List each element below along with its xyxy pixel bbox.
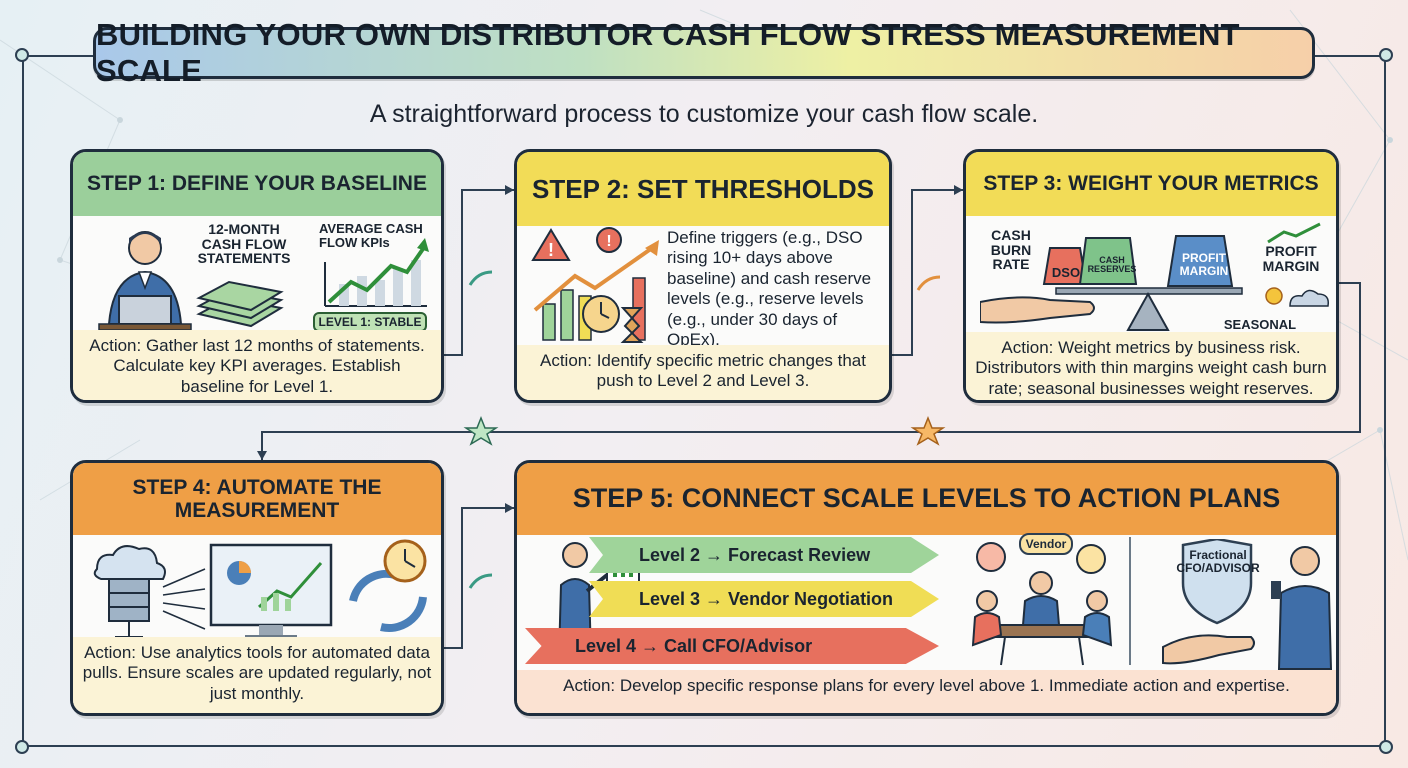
curved-arrow-icon (468, 270, 941, 589)
step-3-heading: STEP 3: WEIGHT YOUR METRICS (966, 152, 1336, 216)
page-title: BUILDING YOUR OWN DISTRIBUTOR CASH FLOW … (93, 17, 1315, 88)
seasonal-label: SEASONAL (1223, 317, 1297, 332)
svg-text:!: ! (548, 240, 554, 260)
step-4-heading: STEP 4: AUTOMATE THE MEASUREMENT (73, 463, 441, 535)
level-2-arrow: Level 2 → Forecast Review (589, 537, 939, 573)
step-3-card: STEP 3: WEIGHT YOUR METRICS CASH BURN RA… (963, 149, 1339, 403)
shield-label: Fractional CFO/ADVISOR (1176, 548, 1260, 575)
hourglass-icon (620, 307, 644, 343)
step-4-card: STEP 4: AUTOMATE THE MEASUREMENT (70, 460, 444, 716)
weight-profit-margin: PROFIT MARGIN (1179, 251, 1229, 278)
step-4-action: Action: Use analytics tools for automate… (73, 637, 441, 713)
alert-circle-icon (596, 227, 622, 253)
corner-dot (1379, 48, 1393, 62)
cloud-server-icon (93, 545, 166, 638)
balance-scale-icon (980, 235, 1243, 331)
step-1-card: STEP 1: DEFINE YOUR BASELINE 12-MONTH CA… (70, 149, 444, 403)
meeting-table-icon (971, 542, 1113, 666)
star-icon (463, 415, 499, 446)
cash-burn-label: CASH BURN RATE (990, 227, 1032, 273)
statements-label: 12-MONTH CASH FLOW STATEMENTS (197, 221, 291, 267)
sun-cloud-icon (1265, 287, 1330, 307)
step-5-card: STEP 5: CONNECT SCALE LEVELS TO ACTION P… (514, 460, 1339, 716)
corner-dot (15, 48, 29, 62)
step-5-heading: STEP 5: CONNECT SCALE LEVELS TO ACTION P… (517, 463, 1336, 535)
threshold-chart-icon: ! ! (531, 227, 659, 343)
advisor-icon (1271, 546, 1333, 670)
step-5-action: Action: Develop specific response plans … (517, 670, 1336, 713)
person-laptop-icon (98, 231, 192, 331)
corner-dot (15, 740, 29, 754)
dashboard-monitor-icon (209, 543, 333, 640)
step-1-heading: STEP 1: DEFINE YOUR BASELINE (73, 152, 441, 216)
weight-dso: DSO (1051, 265, 1081, 280)
step-1-action: Action: Gather last 12 months of stateme… (73, 330, 441, 400)
svg-text:!: ! (606, 233, 611, 250)
page-subtitle: A straightforward process to customize y… (369, 100, 1039, 128)
hand-icon (980, 296, 1095, 324)
automation-illustration (93, 539, 427, 640)
shield-icon (1162, 539, 1333, 670)
step-2-heading: STEP 2: SET THRESHOLDS (517, 152, 889, 226)
weight-cash-reserves: CASH RESERVES (1087, 255, 1137, 275)
step-2-body: Define triggers (e.g., DSO rising 10+ da… (667, 228, 872, 349)
kpis-label: AVERAGE CASH FLOW KPIs (319, 221, 423, 250)
vendor-bubble: Vendor (1019, 533, 1073, 555)
level-4-arrow: Level 4 → Call CFO/Advisor (525, 628, 939, 664)
trend-icon (1267, 222, 1321, 244)
star-icon (910, 415, 946, 446)
level-1-badge: LEVEL 1: STABLE (313, 312, 427, 332)
level-3-arrow: Level 3 → Vendor Negotiation (589, 581, 939, 617)
step-2-card: STEP 2: SET THRESHOLDS ! ! Define trigge… (514, 149, 892, 403)
step-3-action: Action: Weight metrics by business risk.… (966, 332, 1336, 400)
step-2-action: Action: Identify specific metric changes… (517, 345, 889, 400)
trend-chart-icon (324, 238, 429, 307)
clock-refresh-icon (349, 539, 427, 632)
section-divider (1129, 537, 1131, 665)
corner-dot (1379, 740, 1393, 754)
cash-stack-icon (196, 280, 284, 328)
profit-margin-label: PROFIT MARGIN (1262, 243, 1320, 274)
warning-triangle-icon (531, 228, 571, 261)
